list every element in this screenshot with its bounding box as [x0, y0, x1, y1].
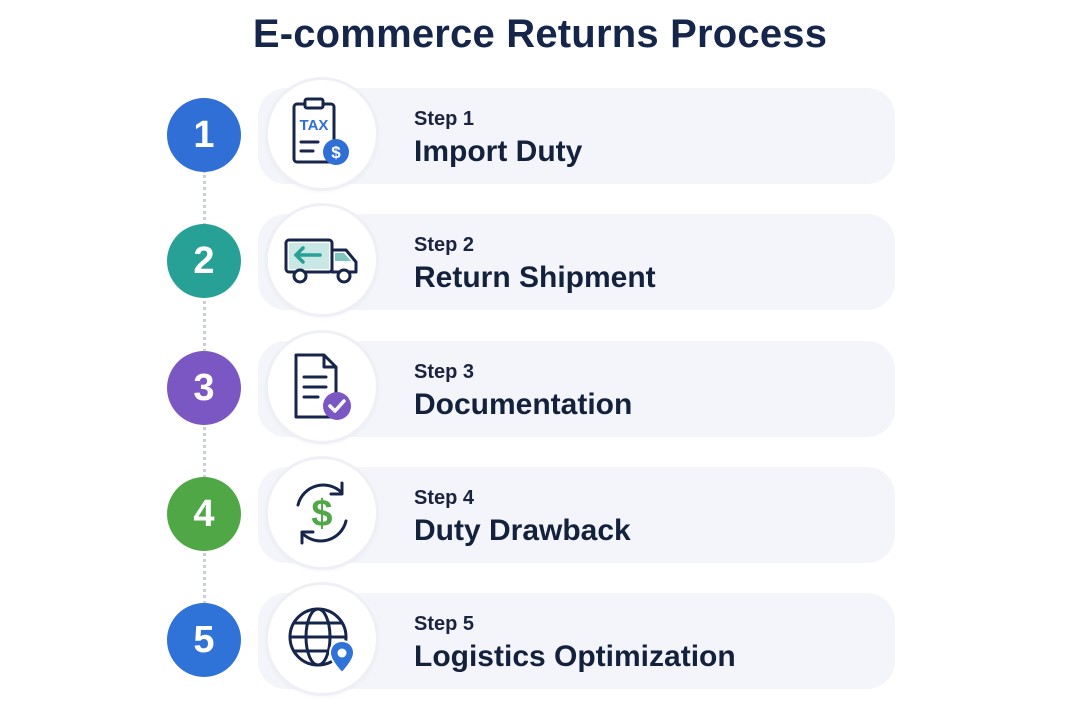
step-icon-container [268, 206, 376, 314]
tax-icon-text: TAX [300, 117, 329, 134]
globe-location-icon [288, 607, 356, 675]
step-number-badge: 4 [167, 477, 241, 551]
step-title: Import Duty [414, 135, 583, 168]
step-label: Step 3 [414, 361, 475, 383]
step-number-badge: 5 [167, 603, 241, 677]
step-label: Step 5 [414, 613, 475, 635]
step-number-badge: 2 [167, 224, 241, 298]
svg-text:$: $ [331, 143, 341, 162]
step-label: Step 4 [414, 487, 475, 509]
step-title: Logistics Optimization [414, 640, 736, 673]
step-2: 2 Step 2 Return Shipment [0, 206, 1080, 316]
step-1: 1 TAX $ Step 1 Import Duty [0, 80, 1080, 190]
tax-document-icon: TAX $ [292, 97, 349, 165]
step-3: 3 Step 3 Documentation [0, 333, 1080, 443]
step-4: 4 $ Step 4 Duty Drawback [0, 459, 1080, 569]
step-number-badge: 1 [167, 98, 241, 172]
delivery-truck-icon [284, 238, 358, 284]
document-check-icon [294, 353, 351, 420]
dollar-refresh-icon: $ [296, 481, 348, 545]
svg-text:$: $ [311, 493, 332, 535]
page-title: E-commerce Returns Process [252, 12, 828, 56]
step-icon-container [268, 585, 376, 693]
step-icon-container: $ [268, 459, 376, 567]
step-icon-container: TAX $ [268, 80, 376, 188]
step-5: 5 Step 5 Logistics Optimization [0, 585, 1080, 695]
step-title: Duty Drawback [414, 514, 631, 547]
step-icon-container [268, 333, 376, 441]
step-label: Step 1 [414, 108, 475, 130]
step-title: Return Shipment [414, 261, 656, 294]
step-number-badge: 3 [167, 351, 241, 425]
step-label: Step 2 [414, 234, 475, 256]
step-title: Documentation [414, 388, 633, 421]
